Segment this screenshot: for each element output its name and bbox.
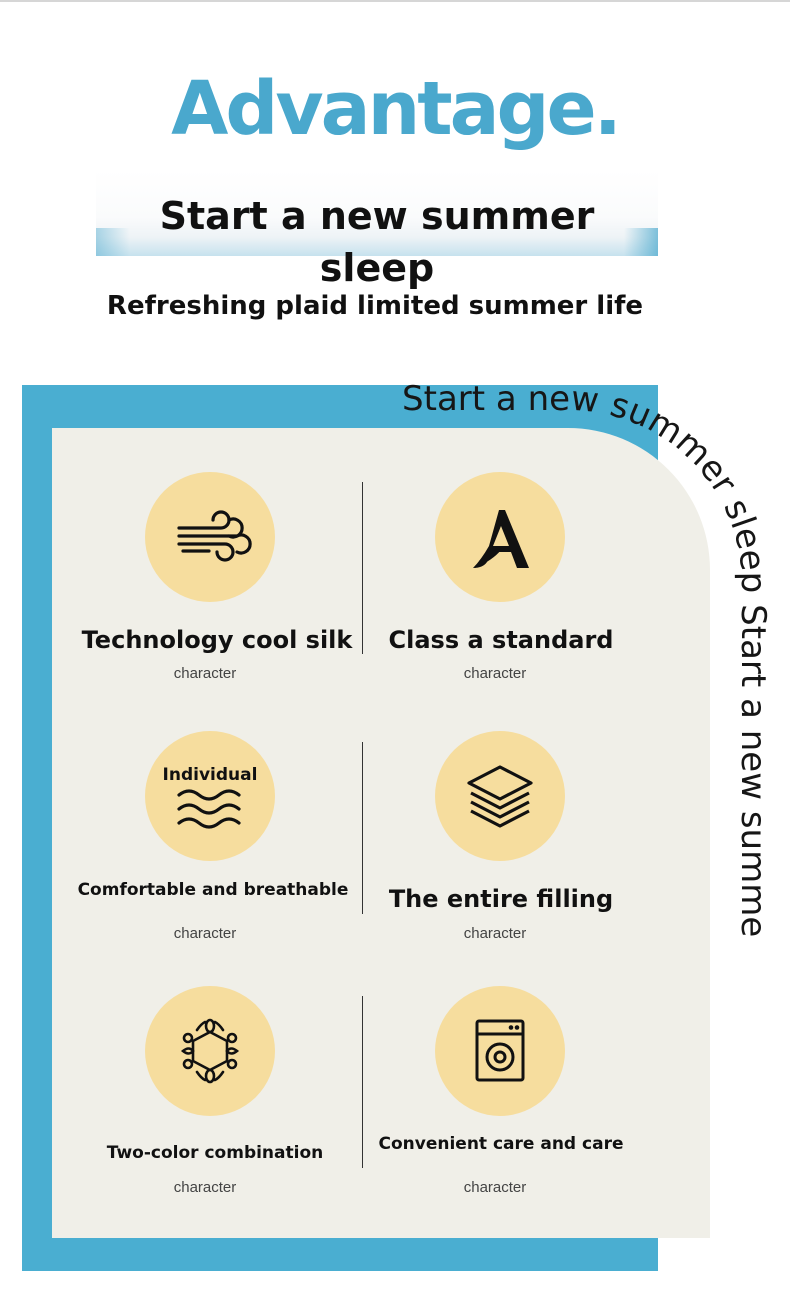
banner-title: Start a new summer sleep: [159, 194, 595, 290]
feature-icon-circle: Individual: [145, 731, 275, 861]
wind-icon: [177, 510, 252, 562]
feature-icon-circle: [145, 986, 275, 1116]
column-divider: [362, 742, 363, 914]
feature-subtitle: character: [463, 1179, 527, 1196]
feature-subtitle: character: [173, 925, 237, 942]
feature-subtitle: character: [463, 925, 527, 942]
column-divider: [362, 996, 363, 1168]
feature-title: Technology cool silk: [81, 626, 353, 654]
icon-label: Individual: [162, 765, 258, 785]
banner-accent-right: [624, 228, 658, 256]
feature-title: Two-color combination: [106, 1143, 324, 1163]
feature-subtitle: character: [173, 665, 237, 682]
waves-icon: [177, 789, 241, 829]
washing-machine-icon: [475, 1019, 525, 1082]
subtitle-banner: [96, 170, 658, 256]
feature-title: The entire filling: [388, 885, 614, 913]
banner-accent-left: [96, 228, 130, 256]
feature-icon-circle: [435, 472, 565, 602]
top-divider-line: [0, 0, 790, 2]
feature-title: Convenient care and care: [378, 1134, 624, 1154]
layers-icon: [467, 765, 533, 828]
feature-icon-circle: [435, 986, 565, 1116]
column-divider: [362, 482, 363, 654]
feature-subtitle: character: [463, 665, 527, 682]
feature-title: Comfortable and breathable: [77, 880, 349, 900]
feature-subtitle: character: [173, 1179, 237, 1196]
letter-a-icon: [473, 510, 529, 568]
feature-title: Class a standard: [388, 626, 614, 654]
feature-icon-circle: [435, 731, 565, 861]
tagline: Refreshing plaid limited summer life: [106, 291, 644, 321]
feature-icon-circle: [145, 472, 275, 602]
headline: Advantage.: [171, 66, 622, 152]
pattern-icon: [180, 1018, 240, 1084]
